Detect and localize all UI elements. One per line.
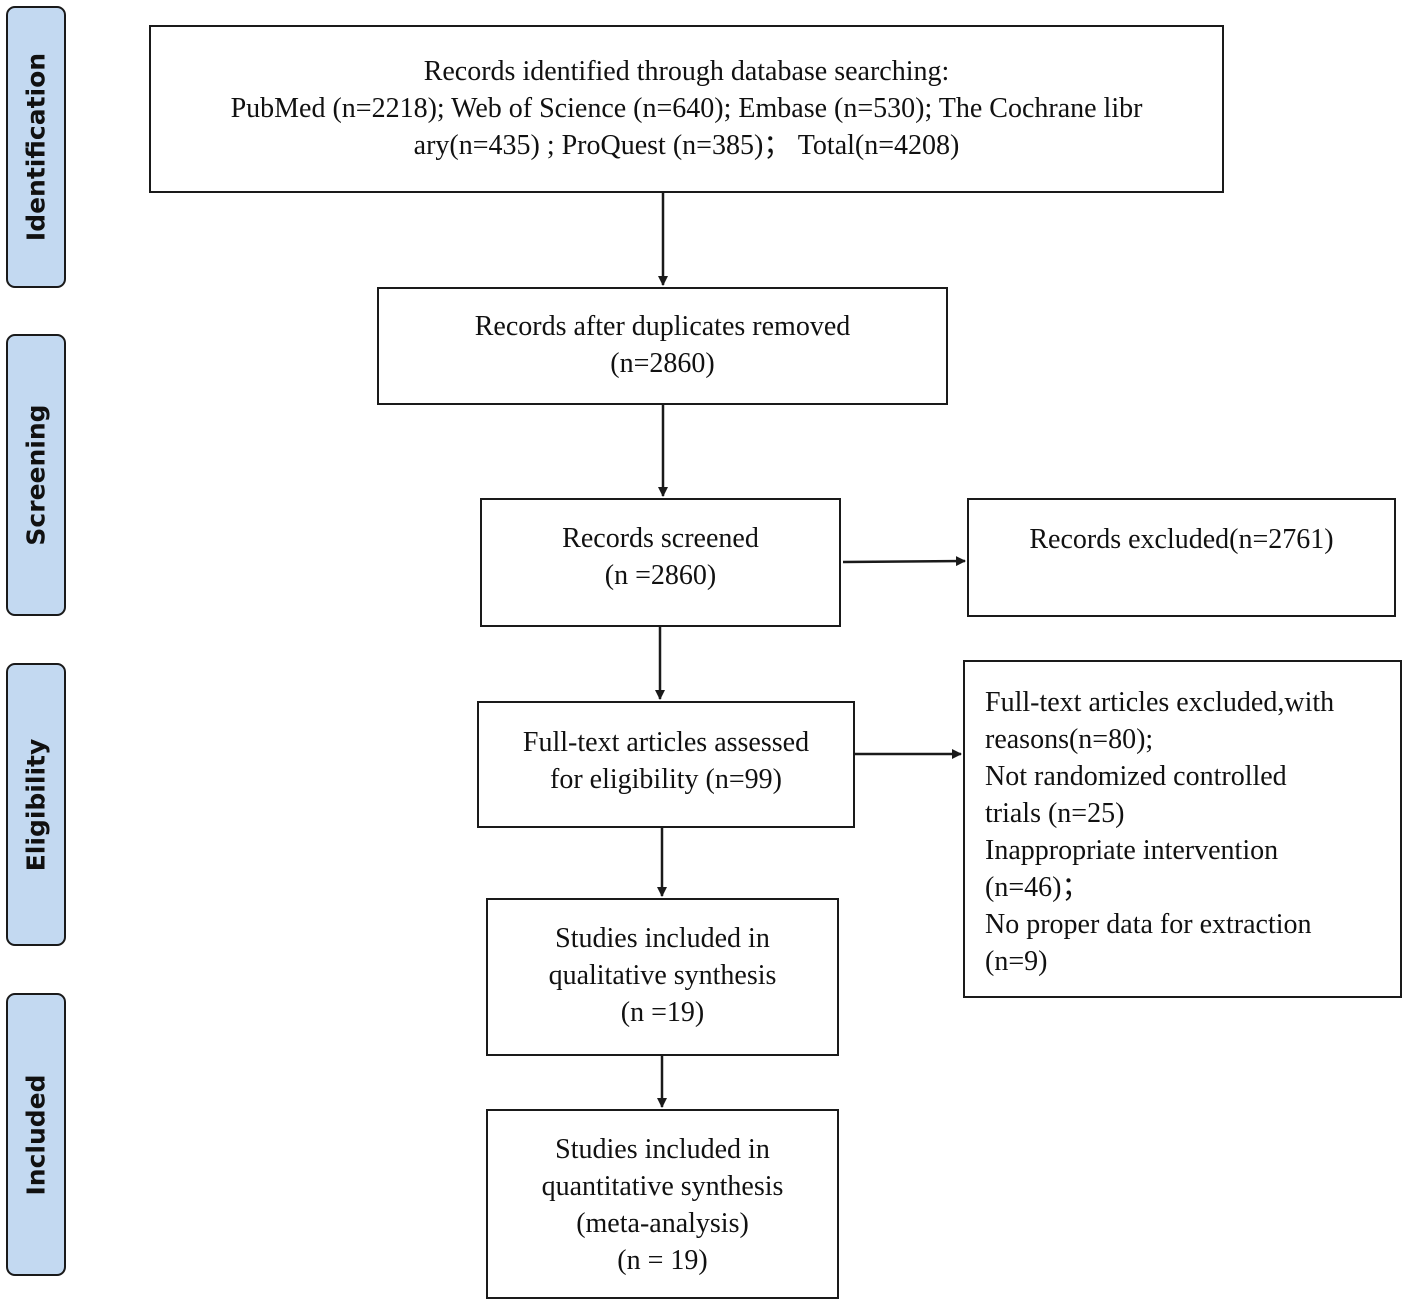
quantitative-synthesis-box: Studies included in quantitative synthes… [486, 1109, 839, 1299]
fulltext-assessed-line-1: Full-text articles assessed [522, 727, 810, 758]
fulltext-assessed-box: Full-text articles assessed for eligibil… [477, 701, 855, 828]
records-identified-line-2: PubMed (n=2218); Web of Science (n=640);… [230, 93, 1143, 124]
records-screened-line-1: Records screened [562, 523, 759, 554]
arrow-screened-to-excluded [842, 556, 966, 567]
fulltext-excluded-line-4: trials (n=25) [985, 798, 1125, 829]
fulltext-assessed-line-2: for eligibility (n=99) [550, 764, 782, 795]
records-screened-box: Records screened (n =2860) [480, 498, 841, 627]
records-deduplicated-line-2: (n=2860) [610, 348, 715, 379]
fulltext-excluded-line-8: (n=9) [985, 946, 1048, 977]
fulltext-excluded-line-1: Full-text articles excluded,with [985, 687, 1335, 718]
fulltext-excluded-box: Full-text articles excluded,with reasons… [963, 660, 1402, 998]
qualitative-synthesis-line-2: qualitative synthesis [548, 960, 777, 991]
stage-tab-eligibility: Eligibility [6, 663, 66, 946]
quantitative-synthesis-line-2: quantitative synthesis [541, 1171, 784, 1202]
qualitative-synthesis-line-1: Studies included in [555, 923, 770, 954]
records-identified-box: Records identified through database sear… [149, 25, 1224, 193]
stage-tab-identification: Identification [6, 6, 66, 288]
quantitative-synthesis-line-4: (n = 19) [617, 1245, 708, 1276]
fulltext-excluded-line-5: Inappropriate intervention [985, 835, 1279, 866]
quantitative-synthesis-line-1: Studies included in [555, 1134, 770, 1165]
records-excluded-box: Records excluded(n=2761) [967, 498, 1396, 617]
quantitative-synthesis-line-3: (meta-analysis) [576, 1208, 749, 1239]
fulltext-excluded-line-6: (n=46)； [985, 872, 1090, 903]
stage-tab-screening: Screening [6, 334, 66, 616]
records-deduplicated-box: Records after duplicates removed (n=2860… [377, 287, 948, 405]
fulltext-excluded-line-3: Not randomized controlled [985, 761, 1287, 792]
records-identified-line-3: ary(n=435) ; ProQuest (n=385)； Total(n=4… [413, 130, 960, 161]
fulltext-excluded-line-7: No proper data for extraction [985, 909, 1312, 940]
records-excluded-line-1: Records excluded(n=2761) [1029, 524, 1334, 555]
stage-tab-included: Included [6, 993, 66, 1276]
records-screened-line-2: (n =2860) [604, 560, 717, 591]
fulltext-excluded-line-2: reasons(n=80); [985, 724, 1154, 755]
qualitative-synthesis-box: Studies included in qualitative synthesi… [486, 898, 839, 1056]
records-deduplicated-line-1: Records after duplicates removed [474, 311, 851, 342]
records-identified-line-1: Records identified through database sear… [423, 56, 950, 87]
qualitative-synthesis-line-3: (n =19) [620, 997, 705, 1028]
